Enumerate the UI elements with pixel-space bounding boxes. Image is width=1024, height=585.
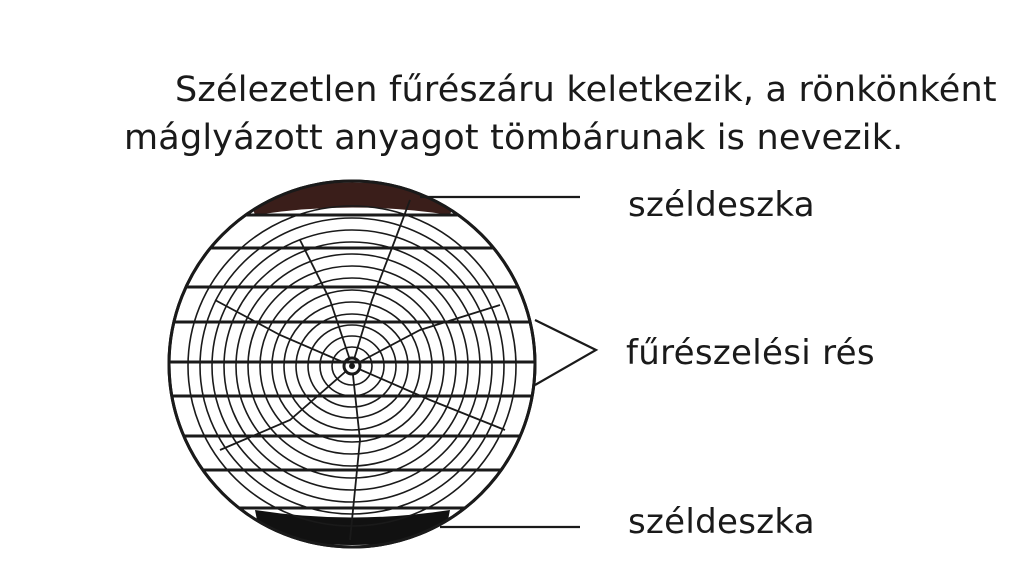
caption-line-1: Szélezetlen fűrészáru keletkezik, a rönk… (175, 70, 997, 110)
label-saw-kerf: fűrészelési rés (626, 333, 875, 373)
caption: Szélezetlen fűrészáru keletkezik, a rönk… (0, 0, 1024, 170)
saw-kerf-lines (169, 213, 535, 510)
leader-lines (420, 195, 599, 529)
label-bottom-slab: széldeszka (628, 502, 815, 542)
label-top-slab: széldeszka (628, 185, 815, 225)
top-slab-bark (250, 182, 455, 215)
caption-line-2: máglyázott anyagot tömbárunak is nevezik… (124, 118, 904, 158)
leader-middle (534, 319, 599, 386)
log-cross-section (167, 179, 537, 549)
